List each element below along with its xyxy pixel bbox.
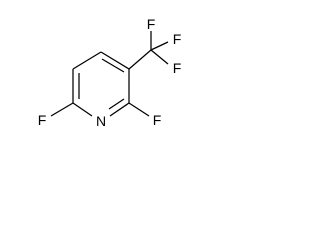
atom-fluorine-lower-right: F — [173, 60, 182, 76]
bond-cf3-f-upper — [150, 41, 169, 51]
atom-nitrogen: N — [96, 113, 106, 129]
bond-c5-f — [50, 102, 74, 117]
bond-c4-f — [128, 102, 150, 117]
atom-labels: F F F F F N — [38, 16, 182, 129]
bond-c4-n — [109, 102, 130, 117]
atom-fluorine-top: F — [147, 16, 156, 32]
substituent-bonds — [50, 31, 169, 117]
atom-fluorine-right: F — [153, 112, 162, 128]
bond-cf3-f-lower — [150, 49, 169, 65]
pyridine-ring — [72, 51, 130, 117]
bond-n-c5 — [72, 102, 93, 117]
bond-ring-cf3 — [128, 49, 152, 70]
double-bond-c2-c3 — [101, 58, 125, 73]
atom-fluorine-left: F — [38, 112, 47, 128]
atom-fluorine-upper-right: F — [173, 31, 182, 47]
double-bond-c4-n — [108, 98, 125, 110]
bond-c6-c1 — [72, 51, 102, 70]
chemical-structure: F F F F F N — [38, 16, 182, 129]
bond-c2-c3 — [100, 51, 130, 70]
